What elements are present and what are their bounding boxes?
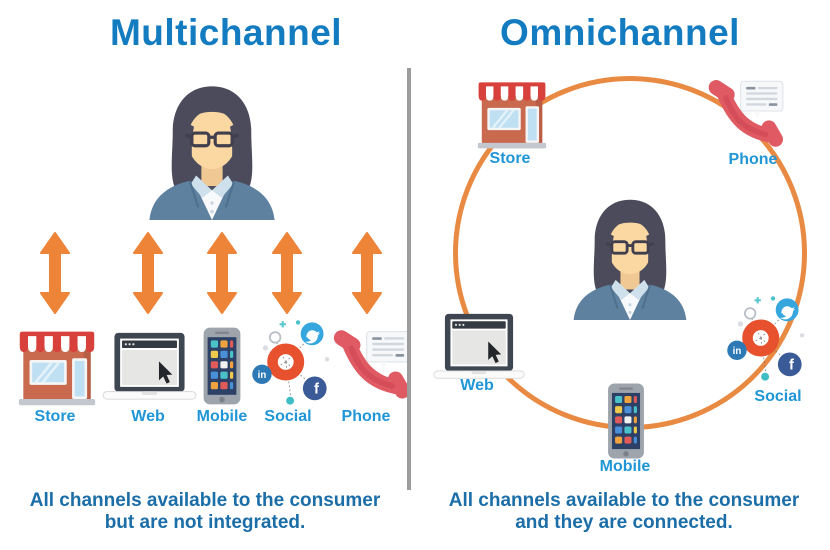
social-icon <box>247 314 335 410</box>
omnichannel-caption-line2: and they are connected. <box>515 512 733 534</box>
phone-icon <box>325 324 413 408</box>
store-icon <box>472 80 552 150</box>
panel-divider <box>407 68 411 490</box>
social-icon <box>722 290 810 386</box>
multichannel-title: Multichannel <box>109 12 343 53</box>
channel-label-store: Store <box>489 150 531 167</box>
channel-label-store: Store <box>34 408 76 425</box>
two-way-arrow-icon <box>350 231 384 315</box>
channel-label-social: Social <box>754 388 802 405</box>
channel-label-mobile: Mobile <box>599 458 651 475</box>
two-way-arrow-icon <box>131 231 165 315</box>
channel-label-social: Social <box>264 408 312 425</box>
multichannel-caption-line2: but are not integrated. <box>104 512 306 534</box>
channel-label-mobile: Mobile <box>196 408 248 425</box>
web-icon <box>101 331 198 403</box>
channel-label-phone: Phone <box>341 408 391 425</box>
multichannel-caption-line1: All channels available to the consumer <box>29 490 381 511</box>
channel-label-web: Web <box>460 377 494 394</box>
customer-avatar <box>567 194 693 320</box>
two-way-arrow-icon <box>38 231 72 315</box>
mobile-icon <box>194 326 250 406</box>
omnichannel-title: Omnichannel <box>500 12 740 53</box>
channel-label-web: Web <box>131 408 165 425</box>
web-icon <box>432 312 526 382</box>
omnichannel-caption-line1: All channels available to the consumer <box>448 490 800 511</box>
channel-label-phone: Phone <box>728 151 778 168</box>
store-icon <box>12 329 102 407</box>
two-way-arrow-icon <box>205 231 239 315</box>
customer-avatar <box>142 80 282 220</box>
mobile-icon <box>600 382 652 460</box>
two-way-arrow-icon <box>270 231 304 315</box>
multichannel-caption: All channels available to the consumer b… <box>0 490 410 535</box>
phone-icon <box>700 78 786 152</box>
omnichannel-caption: All channels available to the consumer a… <box>418 490 830 535</box>
